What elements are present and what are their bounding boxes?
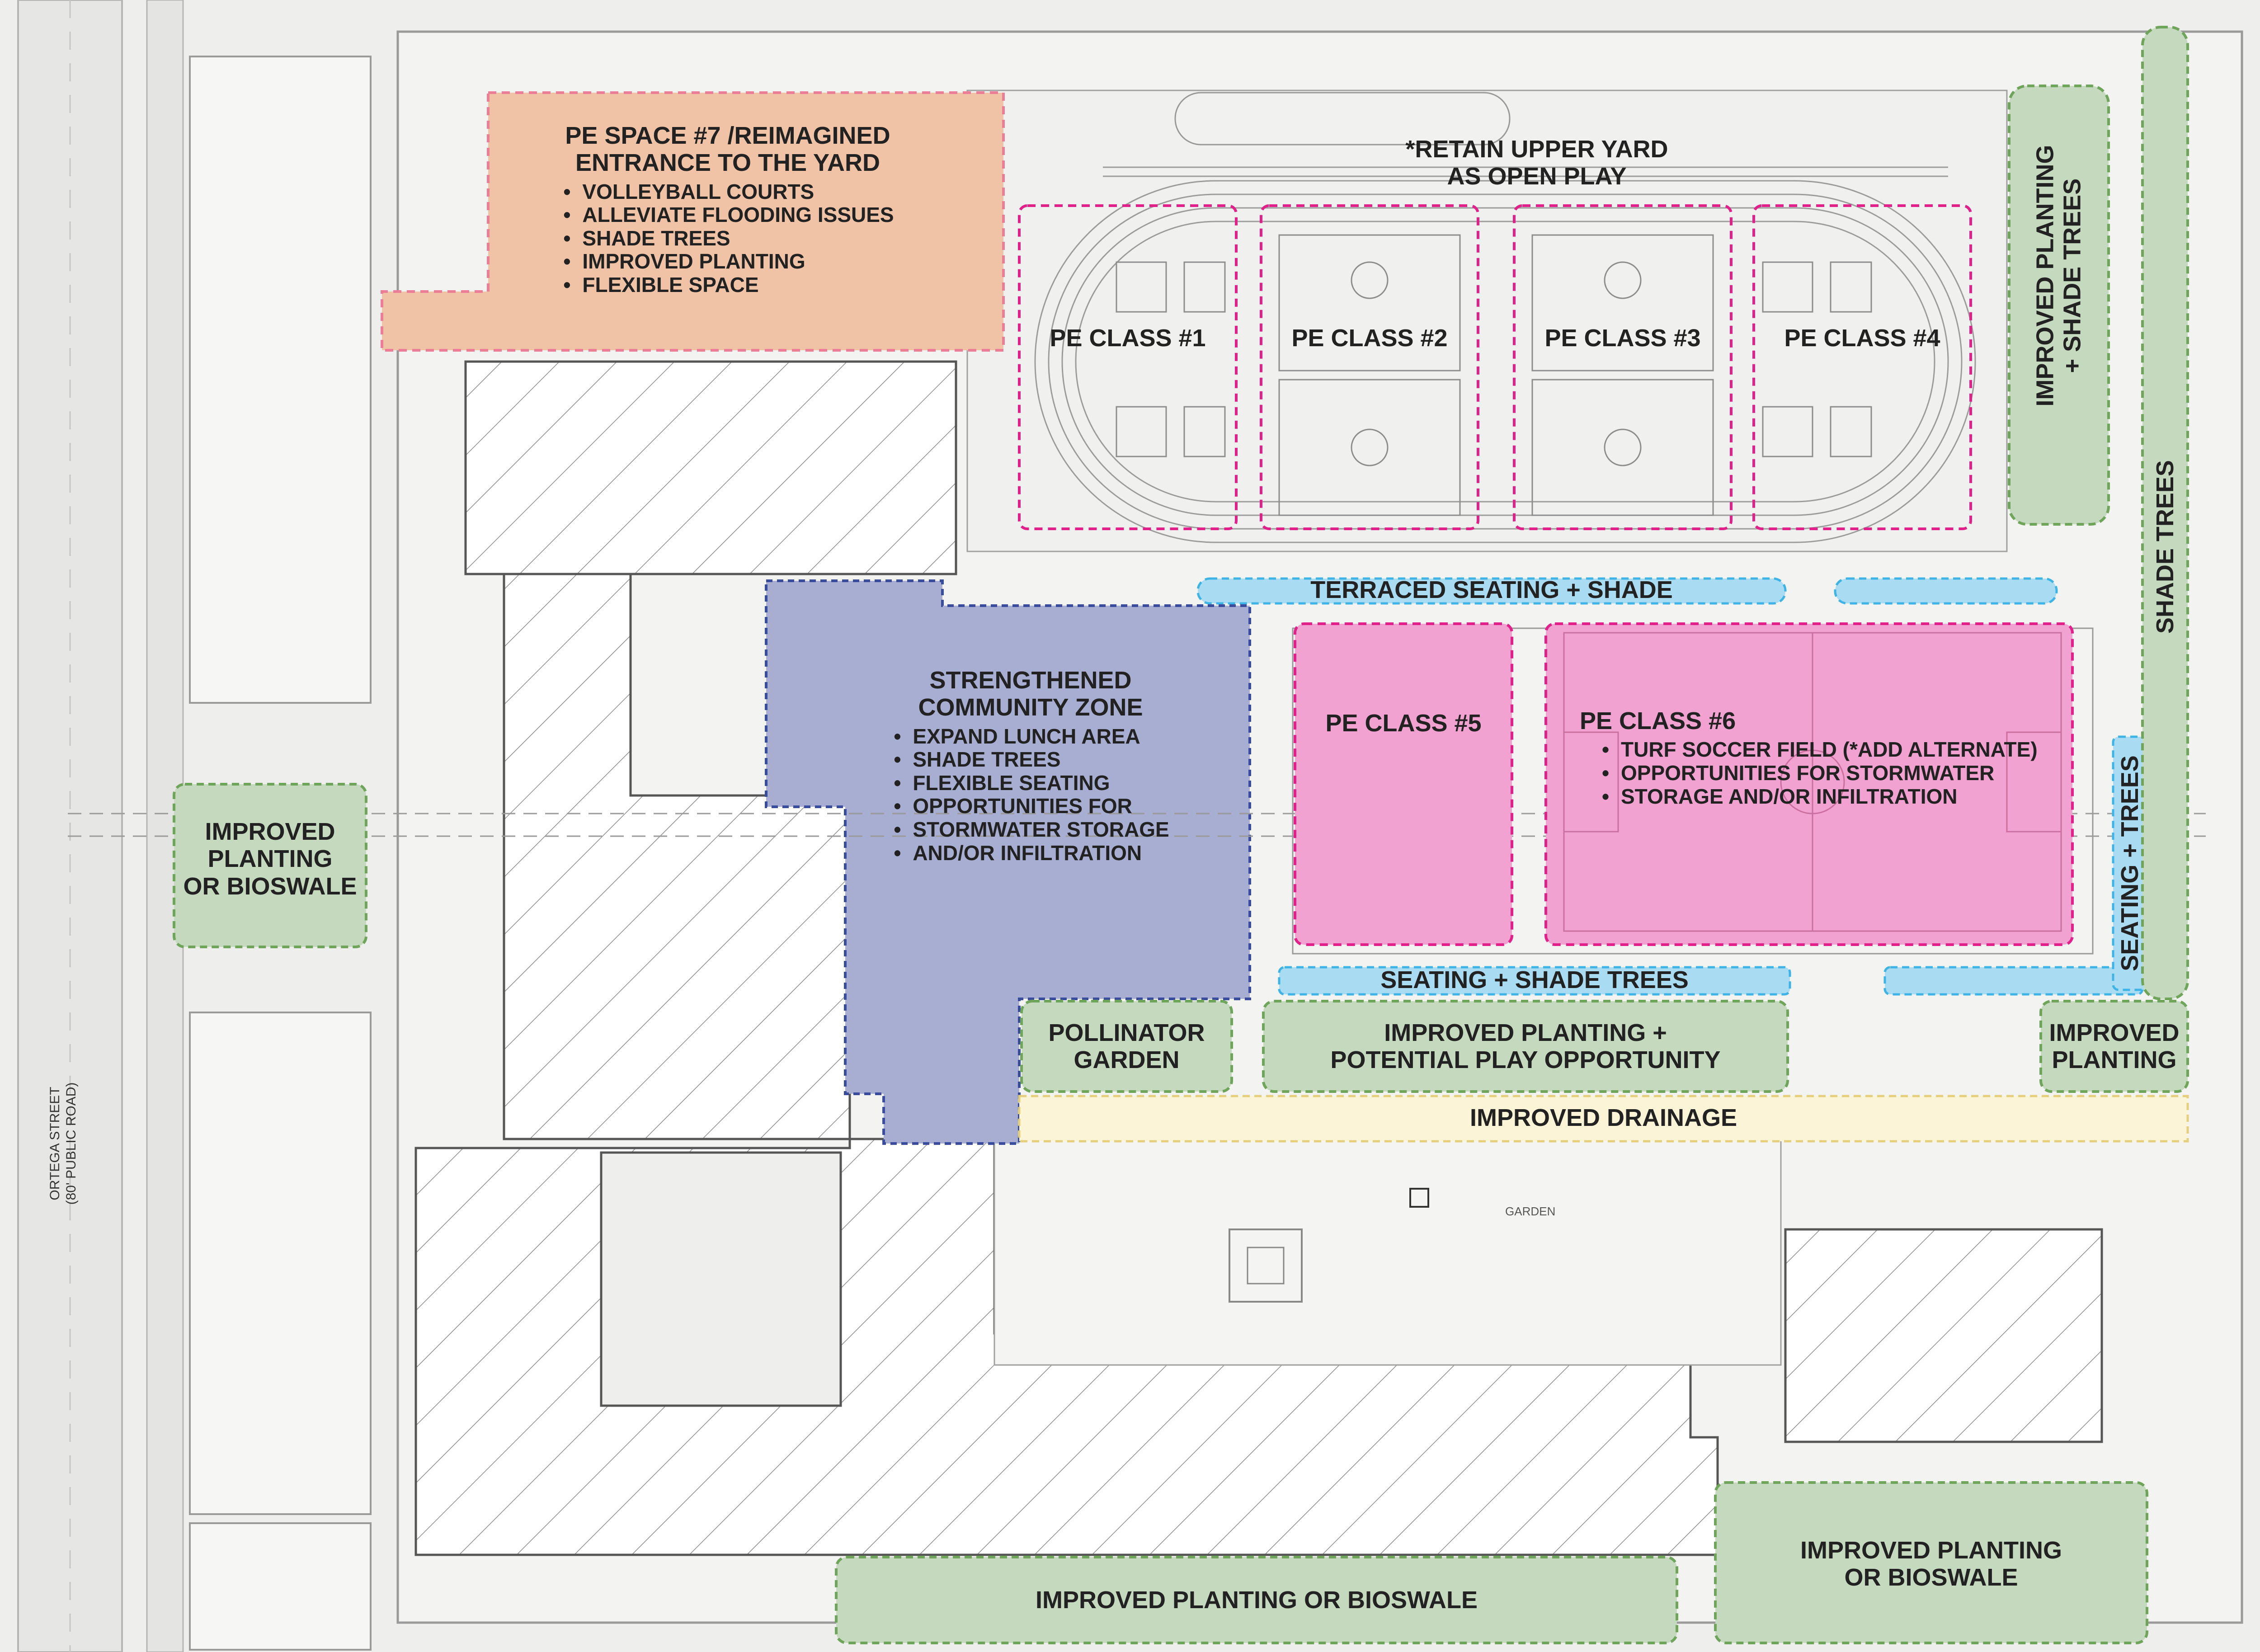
pe-class-1-label: PE CLASS #1 — [1050, 325, 1206, 352]
building-east — [1784, 1228, 2103, 1443]
pe-class-1-4-outlines — [1018, 204, 1972, 530]
pe-class-2-label: PE CLASS #2 — [1291, 325, 1448, 352]
bullet-item: ALLEVIATE FLOODING ISSUES — [561, 203, 894, 227]
planting-areas — [173, 26, 2189, 1644]
improved-planting-right-zone — [2039, 1000, 2189, 1093]
bioswale-left-line3: OR BIOSWALE — [183, 872, 357, 900]
pollinator-garden-zone — [1020, 1000, 1233, 1093]
pe-class-4-label: PE CLASS #4 — [1784, 325, 1940, 352]
bioswale-left-label: IMPROVED PLANTING OR BIOSWALE — [174, 818, 366, 900]
bullet-item: VOLLEYBALL COURTS — [561, 180, 894, 204]
seating-trees-vertical-label: SEATING + TREES — [2116, 755, 2143, 971]
improved-planting-right-line2: PLANTING — [2052, 1046, 2177, 1074]
pe-class-6-label: PE CLASS #6 TURF SOCCER FIELD (*ADD ALTE… — [1573, 707, 2061, 808]
improved-play-zone — [1262, 1000, 1789, 1093]
bullet-item: FLEXIBLE SEATING — [892, 771, 1169, 795]
garden-courtyard — [993, 1138, 1782, 1366]
improved-planting-right-line1: IMPROVED — [2049, 1019, 2180, 1046]
street-name: ORTEGA STREET — [47, 1087, 62, 1200]
bioswale-left-zone — [173, 783, 367, 948]
running-track — [1034, 166, 1976, 543]
bullet-item: IMPROVED PLANTING — [561, 250, 894, 273]
pe-class-3-label: PE CLASS #3 — [1544, 325, 1701, 352]
courtyard — [600, 1151, 842, 1407]
improved-play-line1: IMPROVED PLANTING + — [1384, 1019, 1667, 1046]
community-zone-title-line1: STRENGTHENED — [929, 667, 1132, 694]
bioswale-bottom-right-zone — [1714, 1481, 2148, 1644]
bioswale-bottom-zone — [835, 1556, 1678, 1644]
community-zone-bullets: EXPAND LUNCH AREA SHADE TREES FLEXIBLE S… — [892, 725, 1169, 865]
pe-class-2-zone — [1260, 204, 1479, 530]
improved-drainage-strip — [1018, 1095, 2189, 1143]
shade-trees-strip — [2141, 26, 2189, 1000]
improved-drainage-label: IMPROVED DRAINAGE — [1469, 1104, 1737, 1131]
planting-shade-trees-line1: IMPROVED PLANTING — [2031, 145, 2059, 407]
school-buildings — [414, 360, 2103, 1556]
bullet-item-continued: STORMWATER STORAGE — [892, 818, 1169, 842]
seating-trees-vertical-strip — [2112, 735, 2148, 991]
pe-space-7-title-line2: ENTRANCE TO THE YARD — [575, 149, 880, 177]
pe-class-1-zone — [1018, 204, 1238, 530]
pollinator-garden-label: POLLINATOR GARDEN — [1022, 1019, 1232, 1074]
shade-trees-vertical-label: SHADE TREES — [2151, 460, 2179, 634]
bullet-item: TURF SOCCER FIELD (*ADD ALTERNATE) — [1600, 738, 2038, 762]
garden-label: GARDEN — [1505, 1205, 1556, 1218]
planting-shade-trees-label: IMPROVED PLANTING + SHADE TREES — [2032, 145, 2086, 406]
bioswale-bottom-right-label: IMPROVED PLANTING OR BIOSWALE — [1715, 1537, 2147, 1591]
upper-yard-label: *RETAIN UPPER YARD AS OPEN PLAY — [1311, 136, 1763, 190]
seating-shade-trees-strip — [1278, 966, 1791, 996]
community-zone-label: STRENGTHENED COMMUNITY ZONE EXPAND LUNCH… — [859, 667, 1202, 865]
neighbor-parcels — [189, 56, 372, 1651]
improved-play-line2: POTENTIAL PLAY OPPORTUNITY — [1330, 1046, 1721, 1074]
street-label: ORTEGA STREET (80' PUBLIC ROAD) — [47, 1083, 80, 1205]
bullet-item: SHADE TREES — [561, 226, 894, 250]
seating-shade-trees-strip-east — [1883, 966, 2144, 996]
bullet-item: OPPORTUNITIES FOR — [892, 795, 1169, 818]
pe-space-7-title-line1: PE SPACE #7 /REIMAGINED — [565, 122, 890, 149]
pe-space-7-bullets: VOLLEYBALL COURTS ALLEVIATE FLOODING ISS… — [561, 180, 894, 297]
seating-shade-trees-label: SEATING + SHADE TREES — [1380, 966, 1689, 993]
pe-class-6-bullets: TURF SOCCER FIELD (*ADD ALTERNATE) OPPOR… — [1600, 738, 2038, 808]
terraced-seating-strip-east — [1834, 577, 2058, 605]
bullet-item: EXPAND LUNCH AREA — [892, 725, 1169, 748]
pe-space-7-label: PE SPACE #7 /REIMAGINED ENTRANCE TO THE … — [502, 122, 954, 297]
community-zone-title-line2: COMMUNITY ZONE — [918, 694, 1143, 721]
ortega-street-road — [17, 0, 184, 1652]
bullet-item: OPPORTUNITIES FOR STORMWATER — [1600, 761, 2038, 785]
terraced-seating-label: TERRACED SEATING + SHADE — [1310, 576, 1673, 603]
street-note: (80' PUBLIC ROAD) — [64, 1082, 79, 1205]
bullet-item-continued: STORAGE AND/OR INFILTRATION — [1600, 785, 2038, 809]
upper-yard-line1: *RETAIN UPPER YARD — [1405, 136, 1668, 163]
upper-yard-line2: AS OPEN PLAY — [1447, 163, 1627, 190]
bioswale-bottom-label: IMPROVED PLANTING OR BIOSWALE — [1035, 1586, 1478, 1614]
pe-class-5-zone — [1294, 622, 1513, 946]
improved-planting-right-label: IMPROVED PLANTING — [2041, 1019, 2188, 1074]
pe-class-5-label: PE CLASS #5 — [1325, 710, 1482, 737]
bioswale-left-line2: PLANTING — [207, 845, 333, 873]
planting-shade-trees-zone — [2008, 85, 2110, 526]
bioswale-left-line1: IMPROVED — [205, 818, 335, 845]
basketball-courts — [1116, 234, 1872, 516]
building-north-west — [464, 360, 957, 575]
bullet-item-continued: AND/OR INFILTRATION — [892, 841, 1169, 865]
bioswale-bottom-right-line1: IMPROVED PLANTING — [1800, 1537, 2062, 1564]
bioswale-bottom-right-line2: OR BIOSWALE — [1844, 1564, 2018, 1591]
pollinator-line1: POLLINATOR — [1048, 1019, 1205, 1046]
pe-class-3-zone — [1513, 204, 1733, 530]
pe-class-4-zone — [1752, 204, 1972, 530]
improved-play-label: IMPROVED PLANTING + POTENTIAL PLAY OPPOR… — [1263, 1019, 1788, 1074]
play-structure-outline — [1174, 92, 1511, 146]
terraced-seating-strip — [1196, 577, 1787, 605]
bullet-item: SHADE TREES — [892, 748, 1169, 772]
pollinator-line2: GARDEN — [1074, 1046, 1180, 1074]
pe-class-6-title: PE CLASS #6 — [1580, 707, 1736, 734]
planting-shade-trees-line2: + SHADE TREES — [2059, 178, 2086, 373]
bullet-item: FLEXIBLE SPACE — [561, 273, 894, 297]
